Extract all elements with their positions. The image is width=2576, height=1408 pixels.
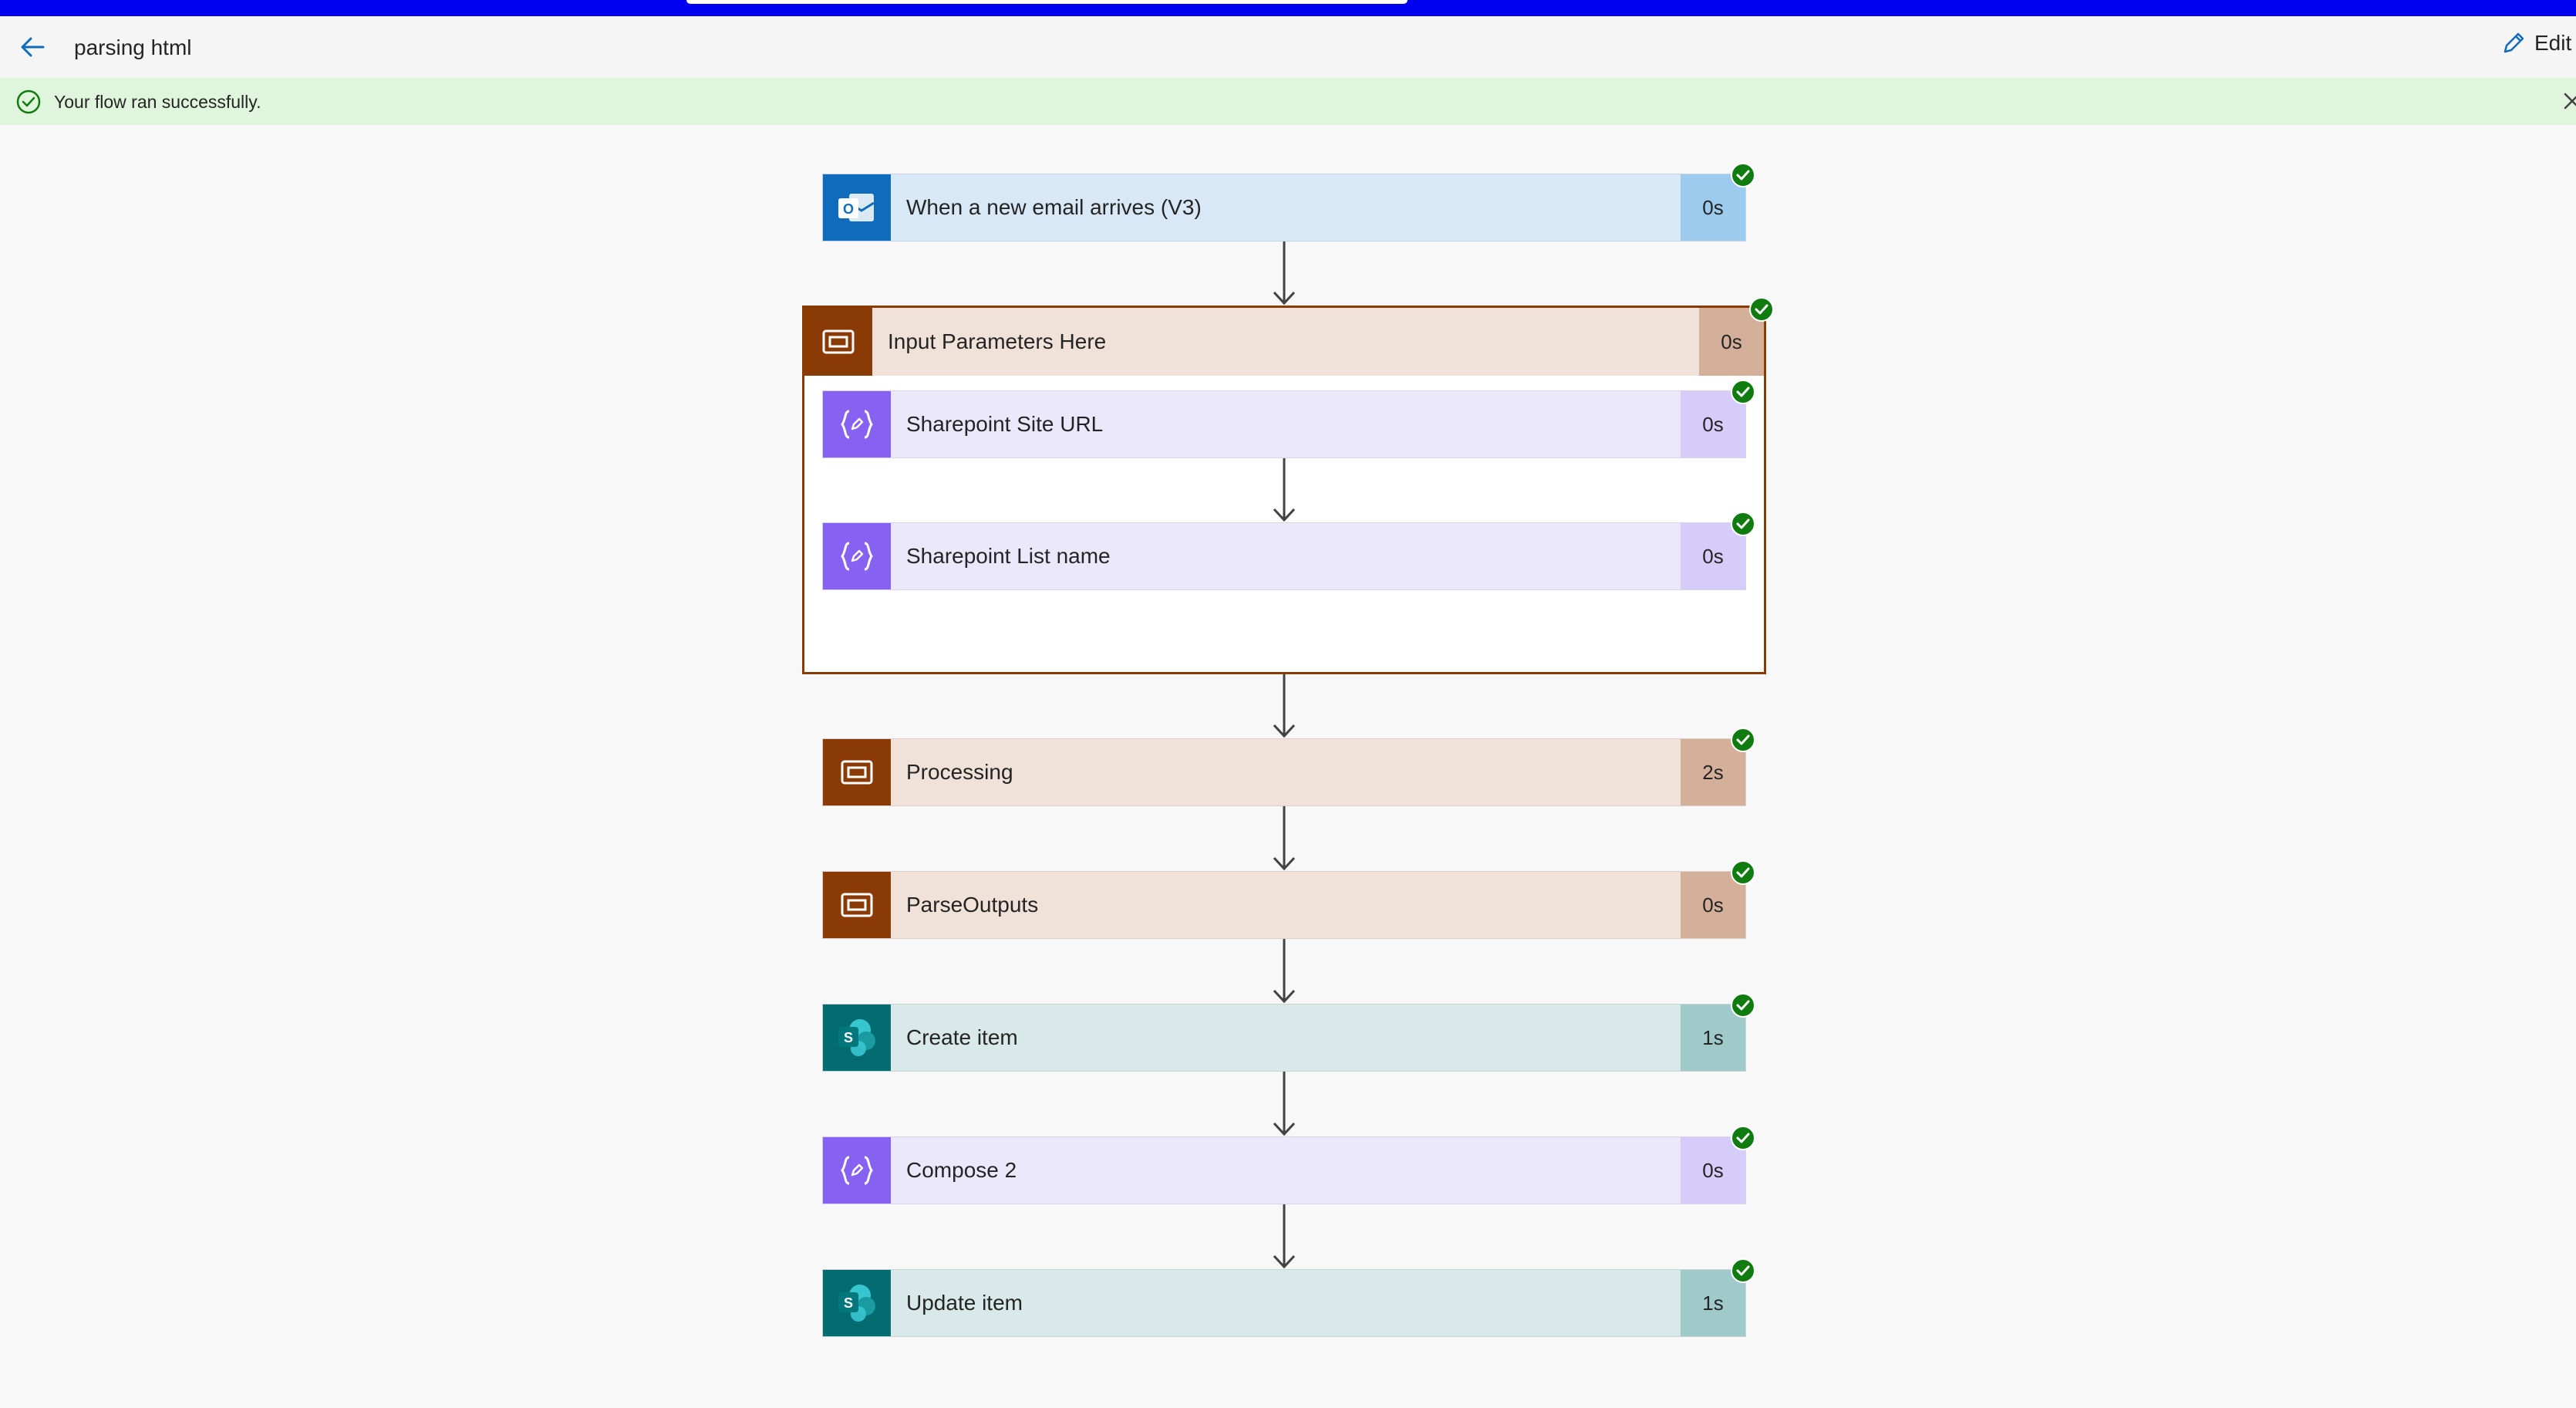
scope-icon xyxy=(823,872,891,938)
step-duration: 2s xyxy=(1681,739,1745,805)
step-label: Input Parameters Here xyxy=(888,329,1107,353)
step-duration: 0s xyxy=(1681,174,1745,241)
svg-text:S: S xyxy=(844,1295,853,1311)
connector-arrow xyxy=(1269,674,1300,738)
step-label: Processing xyxy=(906,760,1013,784)
sharepoint-icon: S xyxy=(823,1270,891,1336)
step-duration: 1s xyxy=(1681,1005,1745,1071)
page-header: parsing html Edit xyxy=(0,16,2576,78)
step-compose-2[interactable]: Compose 2 0s xyxy=(822,1136,1746,1204)
step-duration: 0s xyxy=(1699,308,1764,376)
compose-icon xyxy=(823,391,891,458)
step-update-item[interactable]: S Update item 1s xyxy=(822,1269,1746,1337)
step-label: Create item xyxy=(906,1025,1018,1049)
step-label: Update item xyxy=(906,1291,1023,1315)
outlook-icon: O xyxy=(823,174,891,241)
success-banner: Your flow ran successfully. xyxy=(0,78,2576,125)
success-check-icon xyxy=(1731,728,1755,752)
success-check-icon xyxy=(1731,163,1755,187)
compose-icon xyxy=(823,1137,891,1204)
step-duration: 0s xyxy=(1681,391,1745,458)
close-icon[interactable] xyxy=(2562,90,2576,112)
banner-message: Your flow ran successfully. xyxy=(54,92,261,112)
success-check-icon xyxy=(1731,512,1755,536)
step-duration: 1s xyxy=(1681,1270,1745,1336)
success-check-icon xyxy=(1731,380,1755,404)
edit-button[interactable]: Edit xyxy=(2500,30,2571,56)
step-parse-outputs[interactable]: ParseOutputs 0s xyxy=(822,871,1746,939)
flow-title: parsing html xyxy=(74,35,192,59)
connector-arrow xyxy=(1269,806,1300,871)
step-email-trigger[interactable]: O When a new email arrives (V3) 0s xyxy=(822,174,1746,241)
svg-text:O: O xyxy=(843,201,854,217)
connector-arrow xyxy=(1269,1072,1300,1136)
success-check-icon xyxy=(1731,1126,1755,1150)
pencil-icon xyxy=(2504,32,2524,53)
step-label: When a new email arrives (V3) xyxy=(906,195,1202,219)
step-duration: 0s xyxy=(1681,872,1745,938)
compose-icon xyxy=(823,523,891,589)
step-create-item[interactable]: S Create item 1s xyxy=(822,1004,1746,1072)
browser-tab-strip xyxy=(686,0,1408,4)
sharepoint-icon: S xyxy=(823,1005,891,1071)
step-sharepoint-list-name[interactable]: Sharepoint List name 0s xyxy=(822,522,1746,590)
success-check-icon xyxy=(1731,993,1755,1018)
step-label: ParseOutputs xyxy=(906,893,1039,917)
connector-arrow xyxy=(1269,458,1300,522)
step-label: Sharepoint List name xyxy=(906,544,1111,568)
checkmark-circle-icon xyxy=(16,89,41,114)
success-check-icon xyxy=(1731,860,1755,885)
step-duration: 0s xyxy=(1681,1137,1745,1204)
scope-icon xyxy=(804,308,872,376)
scope-icon xyxy=(823,739,891,805)
connector-arrow xyxy=(1269,939,1300,1004)
step-label: Sharepoint Site URL xyxy=(906,412,1104,436)
step-processing[interactable]: Processing 2s xyxy=(822,738,1746,806)
step-duration: 0s xyxy=(1681,523,1745,589)
success-check-icon xyxy=(1731,1258,1755,1283)
step-sharepoint-site-url[interactable]: Sharepoint Site URL 0s xyxy=(822,390,1746,458)
step-label: Compose 2 xyxy=(906,1158,1017,1182)
connector-arrow xyxy=(1269,241,1300,306)
browser-top-bar xyxy=(0,0,2576,16)
back-button[interactable] xyxy=(17,32,48,62)
svg-text:S: S xyxy=(844,1030,853,1045)
arrow-left-icon xyxy=(21,37,45,57)
connector-arrow xyxy=(1269,1204,1300,1269)
step-input-parameters-scope[interactable]: Input Parameters Here 0s xyxy=(804,308,1764,376)
success-check-icon xyxy=(1749,297,1774,322)
edit-label: Edit xyxy=(2534,31,2572,55)
